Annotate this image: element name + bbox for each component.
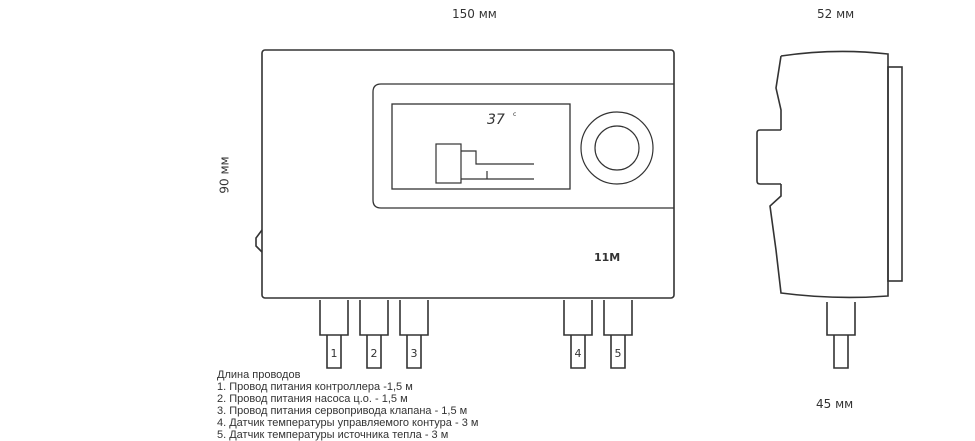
lcd-temperature: 37 xyxy=(487,112,505,128)
cable-outline xyxy=(399,300,429,369)
cable-number: 2 xyxy=(371,347,378,360)
lcd-pump-symbol xyxy=(435,143,534,184)
side-back-plate xyxy=(887,66,903,282)
lcd-screen xyxy=(391,103,571,190)
legend-item: 1. Провод питания контроллера -1,5 м xyxy=(217,381,413,393)
legend-item: 2. Провод питания насоса ц.о. - 1,5 м xyxy=(217,393,408,405)
legend-item: 5. Датчик температуры источника тепла - … xyxy=(217,429,449,441)
display-panel xyxy=(372,83,674,209)
cable-outline xyxy=(319,300,349,369)
knob-inner xyxy=(594,125,640,171)
cable-outline xyxy=(563,300,593,369)
cable-number: 4 xyxy=(575,347,582,360)
dimension-height: 90 мм xyxy=(217,156,232,194)
legend-item: 4. Датчик температуры управляемого конту… xyxy=(217,417,479,429)
knob-outer xyxy=(580,111,654,185)
cable-outline xyxy=(359,300,389,369)
front-housing xyxy=(261,49,675,299)
cable-3: 3 xyxy=(399,300,429,369)
cable-length-legend: Длина проводов 1. Провод питания контрол… xyxy=(217,369,478,441)
side-housing xyxy=(769,50,889,299)
cable-1: 1 xyxy=(319,300,349,369)
cable-5: 5 xyxy=(603,300,633,369)
dimension-side-depth: 52 мм xyxy=(817,7,855,21)
model-label: 11M xyxy=(594,251,620,264)
cable-number: 5 xyxy=(615,347,622,360)
dimension-front-width: 150 мм xyxy=(452,7,497,21)
cable-number: 3 xyxy=(411,347,418,360)
side-cable xyxy=(826,302,856,369)
lcd-unit: c xyxy=(513,111,516,118)
cable-4: 4 xyxy=(563,300,593,369)
cable-number: 1 xyxy=(331,347,338,360)
side-button xyxy=(756,129,781,185)
cable-outline xyxy=(603,300,633,369)
dimension-side-base-depth: 45 мм xyxy=(816,397,854,411)
cables: 1 2 3 4 5 xyxy=(319,300,633,369)
legend-item: 3. Провод питания сервопривода клапана -… xyxy=(217,405,468,417)
legend-title: Длина проводов xyxy=(217,369,301,381)
left-clip xyxy=(255,229,263,253)
cable-2: 2 xyxy=(359,300,389,369)
